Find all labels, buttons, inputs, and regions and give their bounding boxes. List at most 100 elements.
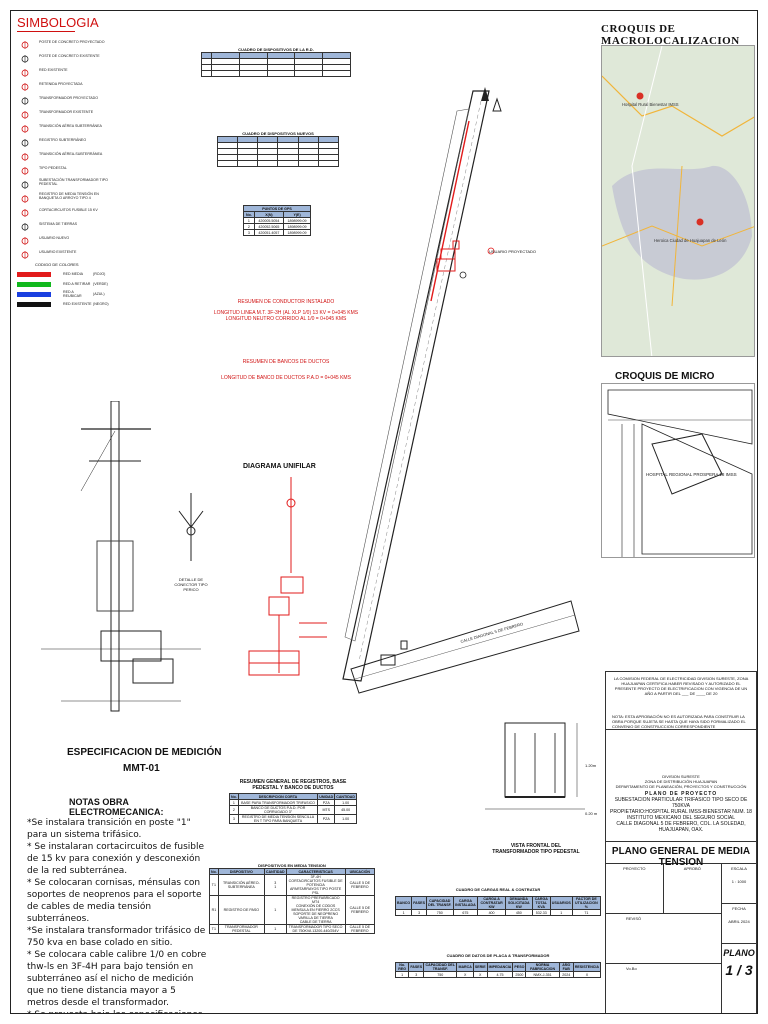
table-cell: CALLE 5 DE FEBRERO <box>344 895 376 925</box>
dispositivos-rd-table: CUADRO DE DISPOSITIVOS DE LA R.D. <box>201 47 351 77</box>
column-header: BANCO <box>394 896 413 910</box>
legend-item-label: REGISTRO DE MEDIA TENSIÓN EN BANQUETA O … <box>39 192 99 200</box>
color-code-item: RED A REUBICAR(AZUL) <box>17 289 112 299</box>
table-cell: X <box>472 971 488 978</box>
escala-value: 1 : 1000 <box>731 879 747 884</box>
fecha-label: FECHA <box>732 906 746 911</box>
legend-symbol-icon <box>17 93 39 105</box>
column-header: CAPACIDAD DEL TRANSF. <box>425 896 454 910</box>
color-code-item: RED A RETIRAR(VERDE) <box>17 279 112 289</box>
legend-symbol-icon <box>17 205 39 217</box>
usuario-proyectado-label: USUARIO PROYECTADO <box>489 249 537 254</box>
legend-symbol-icon <box>17 107 39 119</box>
legend-item-label: TRANSFORMADOR EXISTENTE <box>39 110 94 114</box>
reviso-label: REVISÓ <box>606 914 721 964</box>
legend-item-label: TIPO PEDESTAL <box>39 166 67 170</box>
plano-label: PLANO <box>723 948 755 958</box>
column-header: MARCA <box>456 962 474 972</box>
placa-table: CUADRO DE DATOS DE PLACA & TRANSFORMADOR… <box>394 953 602 978</box>
column-header: CAPACIDAD DEL TRANSF. <box>423 962 458 972</box>
legend-symbol-icon <box>17 135 39 147</box>
legend-item-label: SISTEMA DE TIERRAS <box>39 222 78 226</box>
table-cell: 3 <box>229 814 239 824</box>
placa-title: CUADRO DE DATOS DE PLACA & TRANSFORMADOR <box>446 953 550 958</box>
color-label: RED A REUBICAR <box>63 290 82 298</box>
legend-item-label: RETENIDA PROYECTADA <box>39 82 83 86</box>
color-label: RED MEDIA <box>63 272 83 276</box>
departamento-text: DEPARTAMENTO DE PLANEACIÓN, PROYECTOS Y … <box>615 784 747 789</box>
column-header: USUARIOS <box>549 896 573 910</box>
table-cell: 750 <box>423 971 458 978</box>
table-cell: MTS <box>317 805 336 815</box>
site-plan-drawing: CALLE DIAGONAL 5 DE FEBRERO <box>342 87 580 694</box>
color-swatch <box>17 281 51 287</box>
dispositivos-nuevos-table: CUADRO DE DISPOSITIVOS NUEVOS <box>216 131 340 167</box>
table-cell: 3 1 <box>263 874 287 896</box>
plano-proyecto-text: PLANO DE PROYECTO <box>644 791 718 797</box>
map-pin-icon <box>696 218 704 226</box>
column-header: NORMA FABRICACION <box>525 962 560 972</box>
registros-summary-table: RESUMEN GENERAL DE REGISTROS, BASE PEDES… <box>229 779 357 824</box>
color-code-list: RED MEDIA(ROJO)RED A RETIRAR(VERDE)RED A… <box>17 269 112 309</box>
legend-item: TRANSICIÓN AÉREA-SUBTERRÁNEA <box>17 147 112 161</box>
conductor-title: RESUMEN DE CONDUCTOR INSTALADO <box>237 299 335 305</box>
table-cell: 675 <box>452 909 479 916</box>
propietario-text: PROPIETARIO:HOSPITAL RURAL IMSS-BIENESTA… <box>610 809 752 815</box>
project-info: DIVISION SURESTE ZONA DE DISTRIBUCIÓN HU… <box>606 730 756 842</box>
escala-cell: ESCALA 1 : 1000 <box>722 864 756 904</box>
column-header: AÑO FAB <box>558 962 574 972</box>
transformer-view-title: VISTA FRONTAL DEL TRANSFORMADOR TIPO PED… <box>492 843 580 855</box>
table-cell: NMX-J-351 <box>525 971 560 978</box>
color-swatch <box>17 271 51 277</box>
note-line: *Se instalara transición en poste "1" pa… <box>27 818 191 840</box>
legend-symbol-icon <box>17 51 39 63</box>
table-cell: 3F-4H CORTACIRCUITOS FUSIBLE DE POTENCIA… <box>285 874 346 896</box>
color-label: RED A RETIRAR <box>63 282 91 286</box>
medicion-code: MMT-01 <box>123 763 160 774</box>
notes-title: NOTAS OBRA ELECTROMECANICA: <box>69 797 164 817</box>
notes-list: *Se instalara transición en poste "1" pa… <box>27 817 207 1013</box>
connector-detail-label: DETALLE DE CONECTOR TIPO PERICO <box>174 577 208 592</box>
title-block: LA COMISION FEDERAL DE ELECTRICIDAD DIVI… <box>605 671 757 1013</box>
column-header: FASES <box>408 962 425 972</box>
table-cell: BANCO DE DUCTOS P.A.D. POR CORRUGADO 3" <box>237 805 319 815</box>
division-text: DIVISION SURESTE <box>662 774 700 779</box>
color-code-title: CODIGO DE COLORES <box>35 262 79 267</box>
note-line: *Se instalara transformador trifásico de… <box>27 926 206 948</box>
color-tag: (NEGRO) <box>93 302 109 306</box>
map-label-top: Hospital Rural Bienestar IMSS <box>622 102 679 107</box>
fecha-cell: FECHA ABRIL 2024 <box>722 904 756 944</box>
legend-item-label: CORTACIRCUITOS FUSIBLE 15 KV <box>39 208 98 212</box>
approval-note: NOTA: ESTA APROBACIÓN NO ES AUTORIZADA P… <box>612 714 746 729</box>
color-swatch <box>17 301 51 307</box>
dispositivos-mt-title: DISPOSITIVOS EN MEDIA TENSION <box>258 863 326 868</box>
legend-item: REGISTRO SUBTERRÁNEO <box>17 133 112 147</box>
legend-item: RETENIDA PROYECTADA <box>17 77 112 91</box>
conductor-length-2: LONGITUD NEUTRO CORRIDO AL 1/0 = 0+045 K… <box>225 316 347 322</box>
legend-symbol-icon <box>17 247 39 259</box>
table-cell: TRANSFORMADOR PEDESTAL <box>217 924 265 934</box>
unifilar-diagram <box>248 477 327 676</box>
table-title: CUADRO DE DISPOSITIVOS NUEVOS <box>242 131 314 136</box>
table-cell: 2 <box>229 805 239 815</box>
table-cell: 1 <box>263 924 287 934</box>
column-header: PESO <box>512 962 527 972</box>
legend-item: REGISTRO DE MEDIA TENSIÓN EN BANQUETA O … <box>17 189 112 203</box>
column-header: CARGA INSTALADA <box>452 896 479 910</box>
legend-item: CORTACIRCUITOS FUSIBLE 15 KV <box>17 203 112 217</box>
legend-symbol-icon <box>17 163 39 175</box>
table-cell: REGISTRO DE MEDIA TENSION SENCILLA EN T … <box>237 814 319 824</box>
conductor-summary: RESUMEN DE CONDUCTOR INSTALADO LONGITUD … <box>211 299 361 322</box>
column-header: RESISTENCIA <box>572 962 602 972</box>
table-cell: 400 <box>477 909 506 916</box>
ducts-length: LONGITUD DE BANCO DE DUCTOS P.A.D = 0+04… <box>221 375 351 381</box>
